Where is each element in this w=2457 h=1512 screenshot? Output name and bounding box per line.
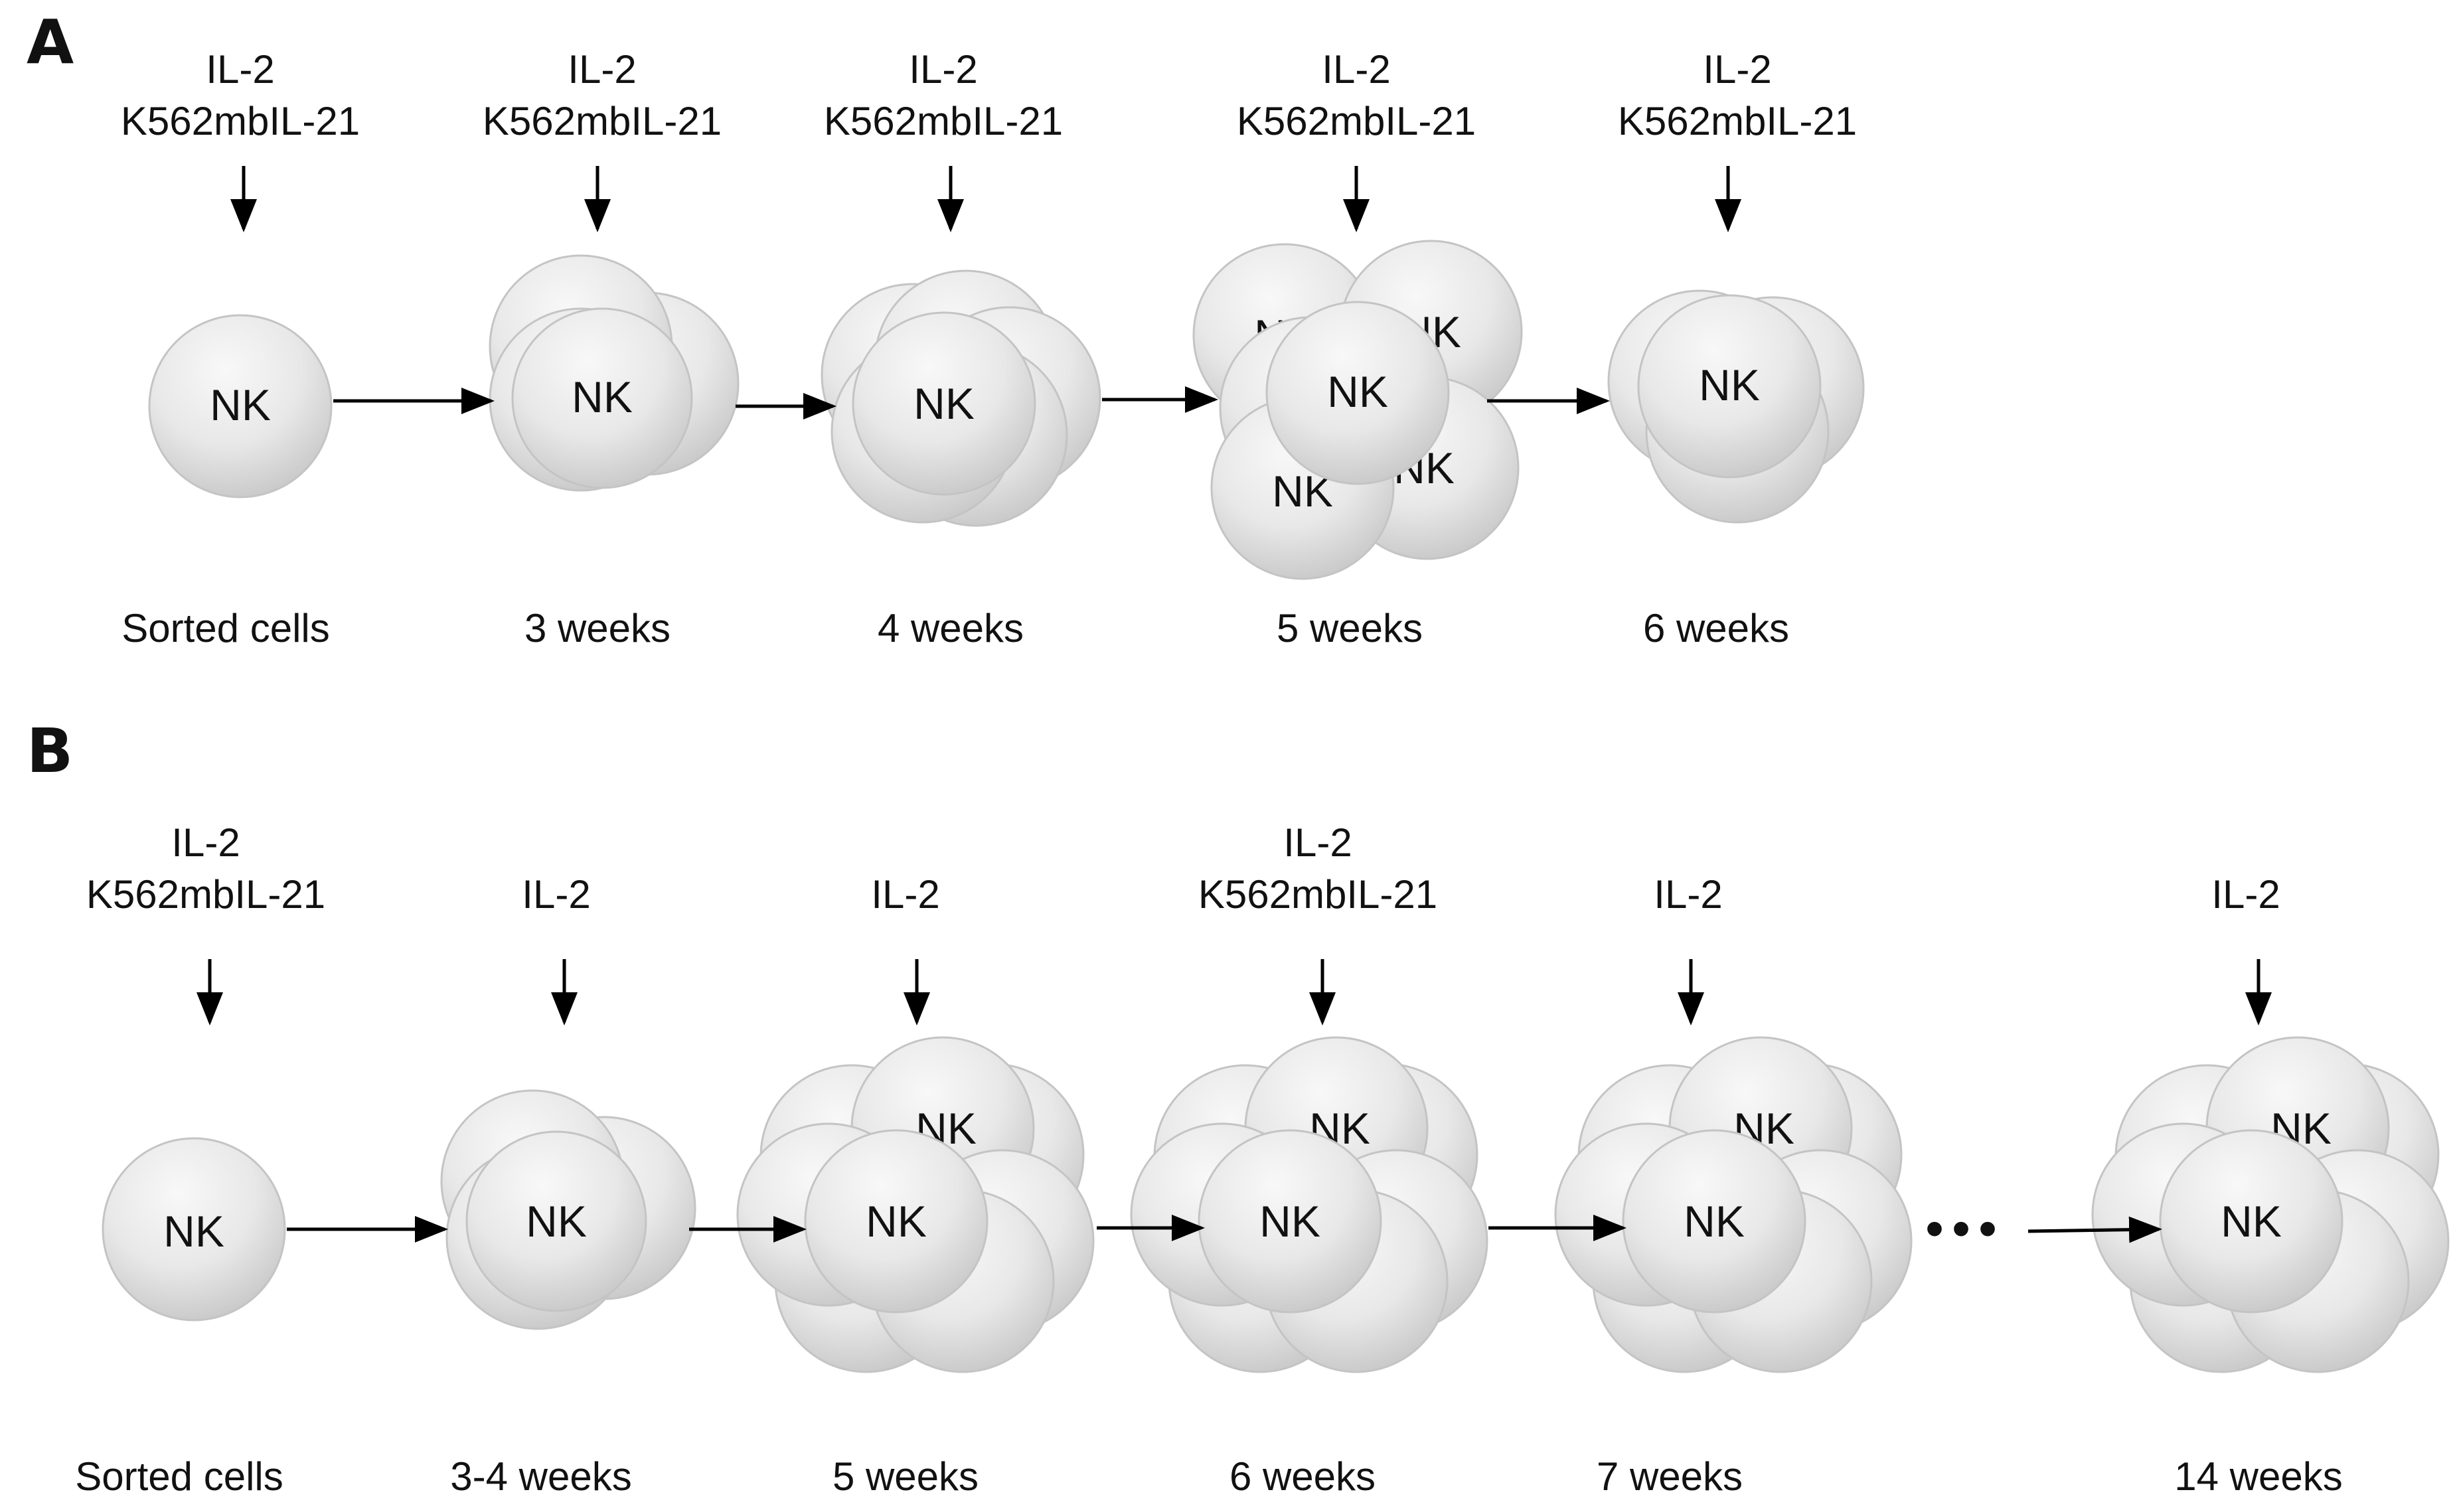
panel-a-stage-4-cells: NK NK NK NK — [1192, 240, 1523, 580]
nk-label: NK — [1699, 360, 1760, 410]
nk-cell — [465, 1130, 647, 1312]
panel-a-treatment-4-line-1: IL-2 — [1322, 47, 1390, 92]
panel-b-time-4: 6 weeks — [1229, 1454, 1376, 1499]
panel-b-stage-6-cells: NK — [2091, 1036, 2450, 1373]
panel-b-treatment-4-line-1: IL-2 — [1283, 820, 1352, 865]
panel-a-time-1: Sorted cells — [121, 606, 329, 650]
panel-a-stage-2-cells — [489, 254, 740, 492]
panel-a-label: A — [27, 7, 74, 78]
panel-a-stage-1-cells — [148, 314, 333, 498]
nk-cell — [148, 314, 333, 498]
panel-a-stage-5-cells — [1607, 289, 1865, 524]
panel-b-stage-3-cells: NK — [736, 1036, 1095, 1373]
panel-b-stage-2-cells — [440, 1089, 696, 1330]
nk-label: NK — [210, 380, 271, 429]
panel-a-treatment-5-line-2: K562mbIL-21 — [1618, 99, 1857, 143]
panel-a-treatment-2-line-2: K562mbIL-21 — [483, 99, 722, 143]
panel-a-treatment-2-line-1: IL-2 — [568, 47, 636, 92]
panel-b-time-2: 3-4 weeks — [450, 1454, 631, 1499]
nk-label: NK — [2221, 1197, 2282, 1246]
nk-label: NK — [572, 372, 633, 421]
nk-label: NK — [163, 1207, 224, 1256]
panel-a-time-5: 6 weeks — [1643, 606, 1789, 650]
nk-cell — [102, 1137, 286, 1322]
panel-b-label: B — [27, 716, 73, 787]
panel-a-treatment-3-line-2: K562mbIL-21 — [824, 99, 1063, 143]
nk-cell — [1637, 294, 1822, 479]
panel-b-time-3: 5 weeks — [832, 1454, 979, 1499]
panel-b-time-5: 7 weeks — [1597, 1454, 1743, 1499]
panel-a-stage-3-cells — [821, 269, 1101, 527]
nk-label: NK — [913, 379, 975, 428]
panel-b-treatment-6-line-1: IL-2 — [2211, 872, 2280, 917]
panel-a-treatment-1-line-1: IL-2 — [206, 47, 274, 92]
nk-cell — [852, 311, 1036, 496]
panel-b-stage-1-cells — [102, 1137, 286, 1322]
panel-b-treatment-1-line-1: IL-2 — [171, 820, 240, 865]
panel-b-treatment-3-line-1: IL-2 — [871, 872, 939, 917]
nk-label: NK — [866, 1197, 927, 1246]
panel-a-treatment-5-line-1: IL-2 — [1703, 47, 1771, 92]
panel-a-treatment-4-line-2: K562mbIL-21 — [1237, 99, 1476, 143]
panel-a-treatment-1-line-2: K562mbIL-21 — [121, 99, 360, 143]
nk-label: NK — [526, 1197, 587, 1246]
panel-a-time-2: 3 weeks — [524, 606, 671, 650]
panel-b-treatment-1-line-2: K562mbIL-21 — [86, 872, 325, 917]
panel-b-treatment-2-line-1: IL-2 — [522, 872, 590, 917]
panel-b-stage-4-cells: NK — [1130, 1036, 1488, 1373]
panel-a-treatment-3-line-1: IL-2 — [909, 47, 977, 92]
panel-b-treatment-5-line-1: IL-2 — [1654, 872, 1722, 917]
nk-label: NK — [1684, 1197, 1745, 1246]
nk-label: NK — [1259, 1197, 1320, 1246]
nk-cell — [511, 307, 693, 489]
panel-b-ellipsis: ••• — [1925, 1199, 2005, 1258]
panel-a-time-4: 5 weeks — [1277, 606, 1423, 650]
nk-label: NK — [1327, 367, 1388, 416]
panel-b-time-1: Sorted cells — [75, 1454, 283, 1499]
panel-b-progress-arrow-5 — [2027, 1216, 2162, 1243]
panel-a-time-3: 4 weeks — [878, 606, 1024, 650]
panel-b-treatment-4-line-2: K562mbIL-21 — [1198, 872, 1437, 917]
panel-b-stage-5-cells: NK — [1554, 1036, 1913, 1373]
nk-cell — [1265, 301, 1450, 485]
panel-b-time-6: 14 weeks — [2174, 1454, 2342, 1499]
